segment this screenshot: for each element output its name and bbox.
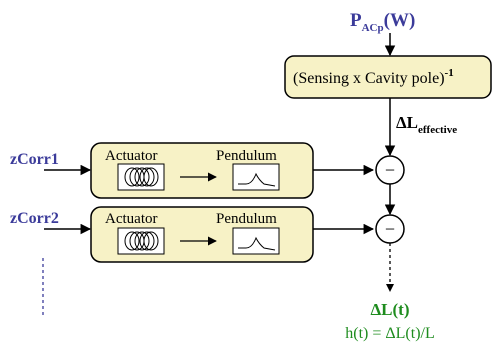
channel2-pendulum-label: Pendulum	[216, 211, 277, 227]
pendulum-response-icon	[238, 172, 276, 187]
summing-junction-1-sign: −	[385, 160, 395, 180]
channel2-actuator-label: Actuator	[105, 211, 157, 227]
zcorr1-label: zCorr1	[10, 151, 59, 168]
coil-icon	[124, 167, 159, 187]
input-power-label: PACp(W)	[350, 10, 415, 34]
output-arrowhead	[386, 284, 394, 292]
delta-l-effective-label: ΔLeffective	[396, 113, 457, 136]
coil-icon	[124, 231, 159, 251]
channel2-pendulum-box	[232, 227, 280, 255]
delta-l-output-label: ΔL(t)	[371, 300, 410, 319]
strain-formula-label: h(t) = ΔL(t)/L	[345, 325, 435, 342]
summing-junction-2-sign: −	[385, 219, 395, 239]
sensing-cavity-pole-label: (Sensing x Cavity pole)-1	[293, 67, 454, 87]
pendulum-response-icon	[238, 236, 276, 251]
channel1-pendulum-box	[232, 163, 280, 191]
sensing-cavity-pole-block	[284, 55, 492, 99]
zcorr2-label: zCorr2	[10, 210, 59, 227]
channel1-actuator-label: Actuator	[105, 148, 157, 164]
channel1-pendulum-label: Pendulum	[216, 148, 277, 164]
